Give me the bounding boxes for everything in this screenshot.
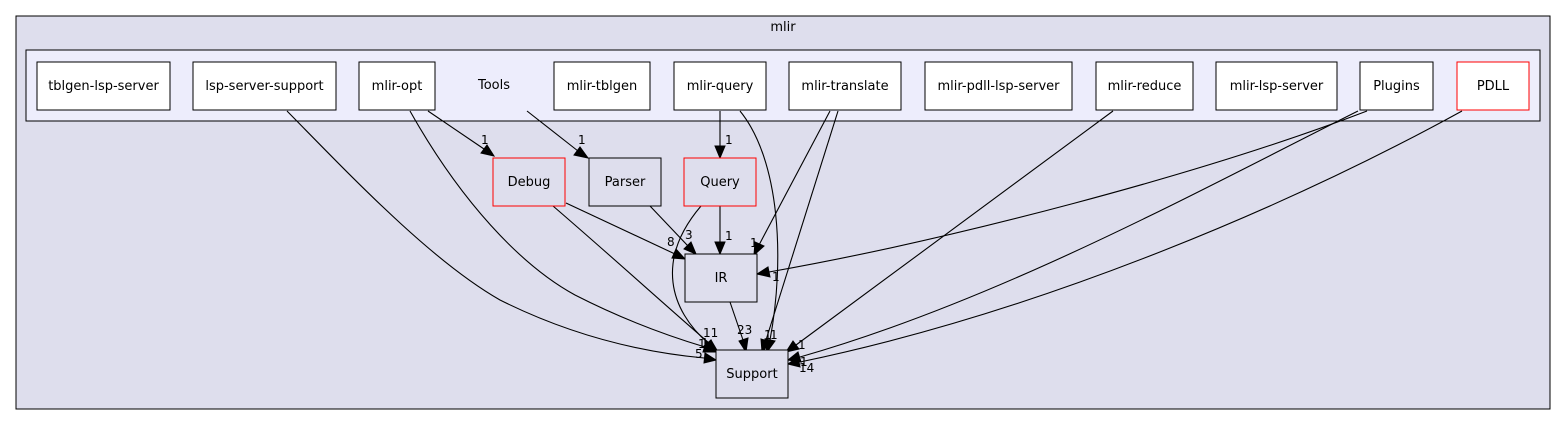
node-mlir-opt[interactable]	[358, 61, 436, 111]
node-support-label: Support	[726, 367, 777, 382]
edge-label-plugins-support: 1	[800, 355, 808, 369]
edge-ir-support	[729, 301, 744, 341]
node-lsp-server-support-label: lsp-server-support	[205, 79, 323, 94]
node-parser[interactable]	[588, 157, 662, 207]
node-ir-label: IR	[715, 271, 728, 286]
node-pdll[interactable]	[1456, 61, 1530, 111]
edge-label-query-ir: 1	[725, 229, 733, 243]
edge-label-pdll-support: 14	[799, 361, 814, 375]
node-parser-label: Parser	[605, 175, 646, 190]
edge-parser-ir	[649, 205, 689, 247]
edge-label-query-support: 1	[701, 336, 709, 350]
node-support[interactable]	[715, 349, 789, 399]
edge-debug-support	[552, 205, 710, 344]
edge-translate-support	[765, 110, 839, 341]
edge-plugins-ir	[768, 110, 1368, 273]
node-pdll-label: PDLL	[1477, 79, 1510, 94]
cluster-tools-label: Tools	[477, 78, 510, 93]
edge-opt-support	[409, 110, 706, 348]
edge-label-ir-support: 23	[737, 323, 752, 337]
node-lsp-server-support[interactable]	[192, 61, 337, 111]
node-mlir-opt-label: mlir-opt	[372, 79, 423, 94]
node-debug-label: Debug	[508, 175, 551, 190]
node-mlir-translate-label: mlir-translate	[801, 79, 888, 94]
edge-label-reduce-support: 1	[798, 338, 806, 352]
edge-label-parser-ir: 3	[685, 228, 693, 242]
node-mlir-tblgen-label: mlir-tblgen	[567, 79, 638, 94]
edge-tools-parser	[526, 110, 579, 152]
edge-label-opt-debug: 1	[481, 133, 489, 147]
node-debug[interactable]	[492, 157, 566, 207]
edge-plugins-support	[799, 110, 1359, 358]
tool-nodes: tblgen-lsp-server lsp-server-support mli…	[36, 61, 1530, 111]
edge-label-tools-parser: 1	[578, 133, 586, 147]
node-query-label: Query	[700, 175, 740, 190]
edge-label-debug-support: 11	[703, 326, 718, 340]
node-plugins-label: Plugins	[1373, 79, 1420, 94]
node-ir[interactable]	[684, 253, 758, 303]
node-mlir-query[interactable]	[673, 61, 767, 111]
edge-label-translate-support: 1	[770, 328, 778, 342]
edge-mlirquery-support	[739, 110, 779, 341]
node-mlir-lsp-server[interactable]	[1215, 61, 1338, 111]
node-tblgen-lsp-server-label: tblgen-lsp-server	[48, 79, 159, 94]
node-mlir-reduce-label: mlir-reduce	[1108, 79, 1182, 94]
edge-label-opt-support: 1	[698, 337, 706, 351]
node-mlir-query-label: mlir-query	[687, 79, 754, 94]
edge-debug-ir	[565, 202, 676, 255]
node-mlir-pdll-lsp-server[interactable]	[924, 61, 1073, 111]
edge-label-mlirquery-query: 1	[725, 133, 733, 147]
node-mlir-reduce[interactable]	[1095, 61, 1194, 111]
edge-query-support	[671, 205, 709, 344]
edge-label-debug-ir: 8	[667, 235, 675, 249]
edges: 1 1 1 8 3 1 1 1 23 11 1 5	[286, 110, 1463, 375]
edge-label-lsp-support: 5	[695, 347, 703, 361]
node-mlir-translate[interactable]	[788, 61, 902, 111]
node-tblgen-lsp-server[interactable]	[36, 61, 171, 111]
node-mlir-lsp-server-label: mlir-lsp-server	[1230, 79, 1324, 94]
node-mlir-tblgen[interactable]	[553, 61, 651, 111]
edge-lsp-support	[286, 110, 705, 359]
edge-opt-debug	[427, 110, 485, 150]
node-plugins[interactable]	[1359, 61, 1434, 111]
edge-label-plugins-ir: 1	[772, 270, 780, 284]
edge-label-translate-ir: 1	[750, 236, 758, 250]
edge-pdll-support	[799, 110, 1463, 363]
node-query[interactable]	[683, 157, 757, 207]
cluster-mlir-label: mlir	[770, 20, 796, 35]
edge-translate-ir	[758, 110, 831, 246]
edge-reduce-support	[795, 110, 1114, 346]
node-mlir-pdll-lsp-server-label: mlir-pdll-lsp-server	[938, 79, 1061, 94]
inner-nodes: Debug Parser Query IR Support	[492, 157, 789, 399]
